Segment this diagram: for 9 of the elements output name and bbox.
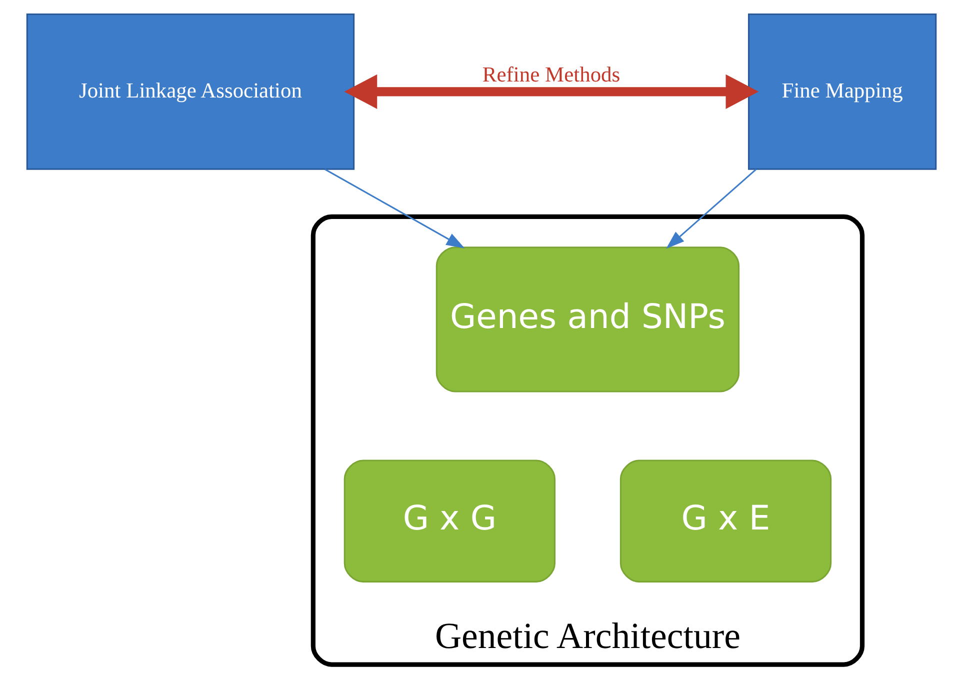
node-box: Genes and SNPs: [436, 246, 740, 392]
node-box: Joint Linkage Association: [26, 13, 355, 170]
node-box: Fine Mapping: [748, 13, 937, 170]
node-box: G x E: [620, 460, 832, 582]
arrow: [666, 168, 757, 249]
arrow: [344, 74, 759, 109]
node-box: G x G: [344, 460, 556, 582]
edge-label: Refine Methods: [482, 62, 620, 86]
arrow: [324, 168, 465, 248]
